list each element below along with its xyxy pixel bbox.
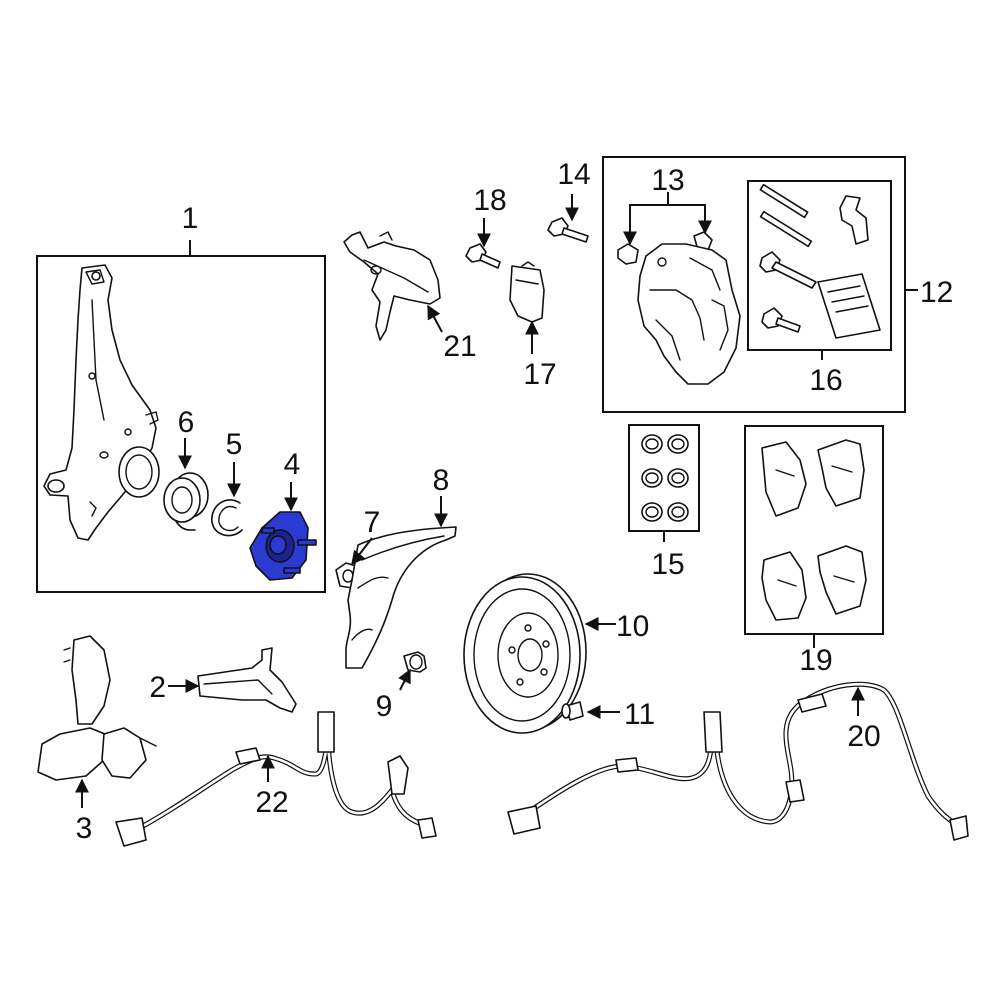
steering-knuckle[interactable]	[43, 264, 160, 541]
callout-22: 22	[255, 786, 288, 819]
brake-rotor[interactable]	[463, 573, 587, 734]
caliper-group-box	[602, 156, 906, 413]
callout-9: 9	[376, 690, 393, 723]
snap-ring[interactable]	[211, 499, 243, 537]
abs-sensor-left[interactable]	[115, 711, 437, 847]
callout-18: 18	[473, 184, 506, 217]
callout-14: 14	[557, 158, 590, 191]
callout-2: 2	[149, 671, 166, 704]
callout-21: 21	[443, 330, 476, 363]
callout-5: 5	[226, 428, 243, 461]
bleeder-screw-left[interactable]	[617, 243, 639, 265]
wheel-hub[interactable]	[249, 511, 317, 581]
cable-bracket[interactable]	[343, 231, 441, 341]
pad-wear-clip[interactable]	[509, 261, 545, 323]
rotor-screw[interactable]	[561, 701, 584, 721]
callout-6: 6	[178, 406, 195, 439]
callout-13: 13	[651, 164, 684, 197]
callout-17: 17	[523, 358, 556, 391]
callout-12: 12	[920, 276, 953, 309]
piston-seal-kit[interactable]	[641, 434, 689, 522]
abs-sensor-right[interactable]	[507, 681, 969, 841]
callout-10: 10	[616, 610, 649, 643]
dust-shield-bracket[interactable]	[197, 647, 297, 713]
callout-15: 15	[651, 548, 684, 581]
shield-bolt[interactable]	[403, 651, 427, 673]
brake-caliper[interactable]	[637, 243, 741, 385]
callout-16: 16	[809, 364, 842, 397]
callout-19: 19	[799, 644, 832, 677]
caliper-bolt-small[interactable]	[465, 243, 501, 269]
callout-1: 1	[182, 202, 199, 235]
callout-11: 11	[624, 698, 655, 731]
hardware-kit[interactable]	[759, 183, 881, 339]
hardware-kit-box	[747, 180, 892, 351]
hub-stud	[297, 539, 317, 546]
splash-shield[interactable]	[345, 526, 457, 669]
callout-8: 8	[433, 464, 450, 497]
brake-pad-set[interactable]	[761, 439, 867, 621]
wheel-bearing[interactable]	[163, 472, 209, 531]
callout-20: 20	[847, 720, 880, 753]
callout-7: 7	[364, 506, 381, 539]
knuckle-group-box	[36, 255, 326, 593]
callout-3: 3	[76, 812, 93, 845]
callout-4: 4	[284, 448, 301, 481]
caliper-mount-bolt[interactable]	[547, 217, 589, 243]
backing-trim[interactable]	[37, 635, 157, 781]
